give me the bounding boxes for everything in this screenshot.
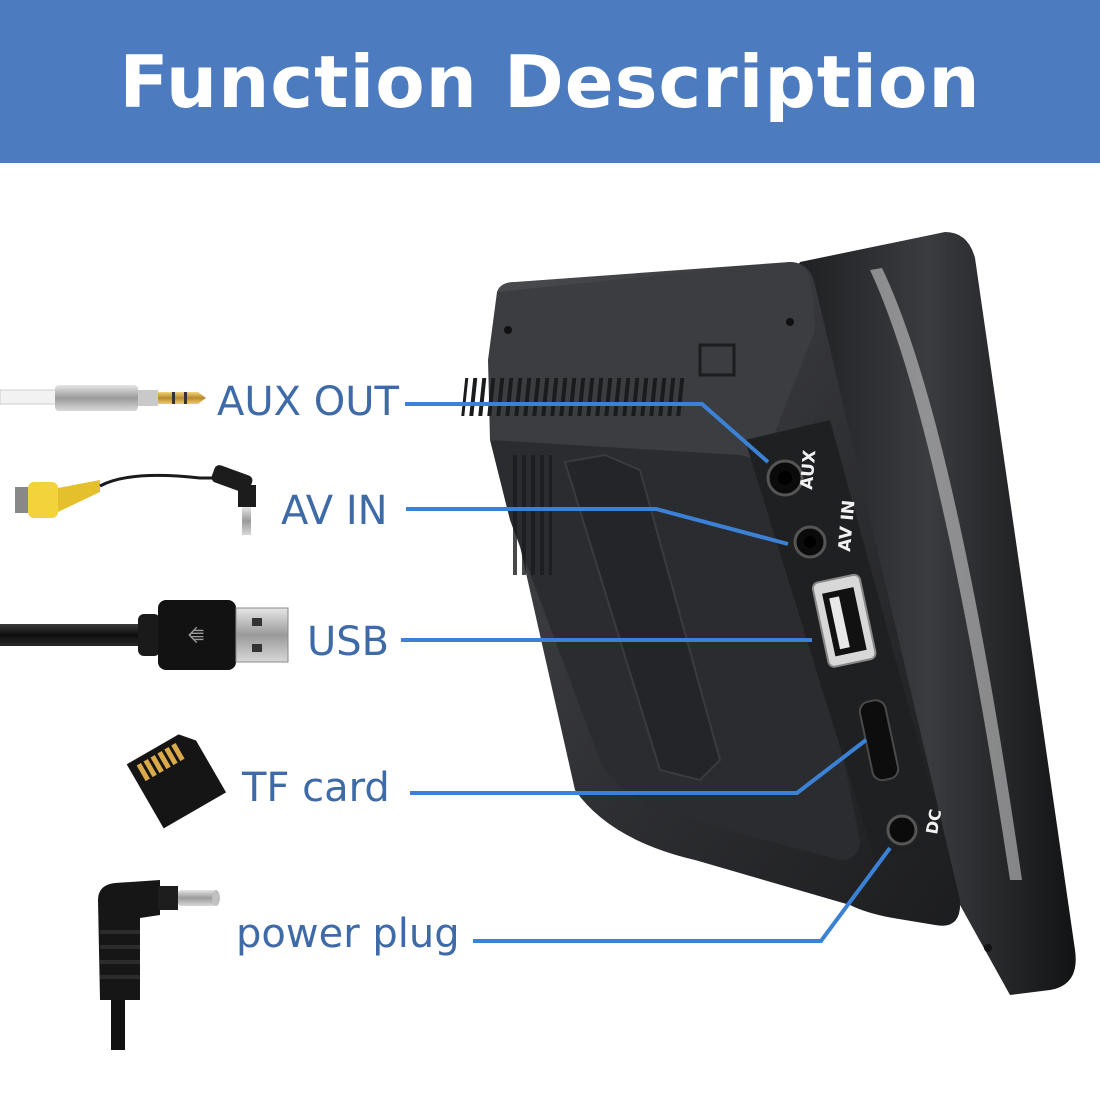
usb-cable-icon: ⭅	[0, 600, 289, 670]
header-banner: Function Description	[0, 0, 1100, 163]
leader-line-tf-card	[410, 738, 868, 795]
page-title: Function Description	[119, 39, 981, 124]
bezel-highlight	[870, 268, 1022, 880]
svg-text:⭅: ⭅	[188, 626, 204, 647]
label-usb: USB	[307, 619, 390, 665]
device-label-aux: AUX	[797, 449, 820, 490]
label-tf-card: TF card	[242, 765, 390, 811]
label-av-in: AV IN	[281, 488, 388, 534]
leader-line-av-in	[406, 507, 789, 546]
side-vents	[512, 455, 552, 575]
monitor-device: AUX AV IN DC	[461, 232, 1076, 995]
dc-jack	[886, 814, 918, 846]
leader-line-power-plug	[473, 846, 892, 943]
aux-plug-icon	[0, 385, 206, 411]
device-label-av-in: AV IN	[835, 499, 859, 552]
top-vents	[461, 378, 686, 416]
leader-lines	[401, 402, 892, 943]
usb-port	[811, 573, 877, 668]
tf-card-icon	[126, 734, 227, 829]
leader-line-aux-out	[405, 402, 770, 464]
upper-shell	[488, 262, 815, 470]
power-plug-icon	[98, 880, 220, 1050]
label-aux-out: AUX OUT	[217, 379, 399, 425]
label-power-plug: power plug	[236, 911, 460, 957]
av-cable-icon	[15, 465, 256, 535]
mount-bracket	[563, 453, 722, 782]
tf-card-slot	[858, 699, 900, 782]
device-label-dc: DC	[922, 808, 945, 836]
